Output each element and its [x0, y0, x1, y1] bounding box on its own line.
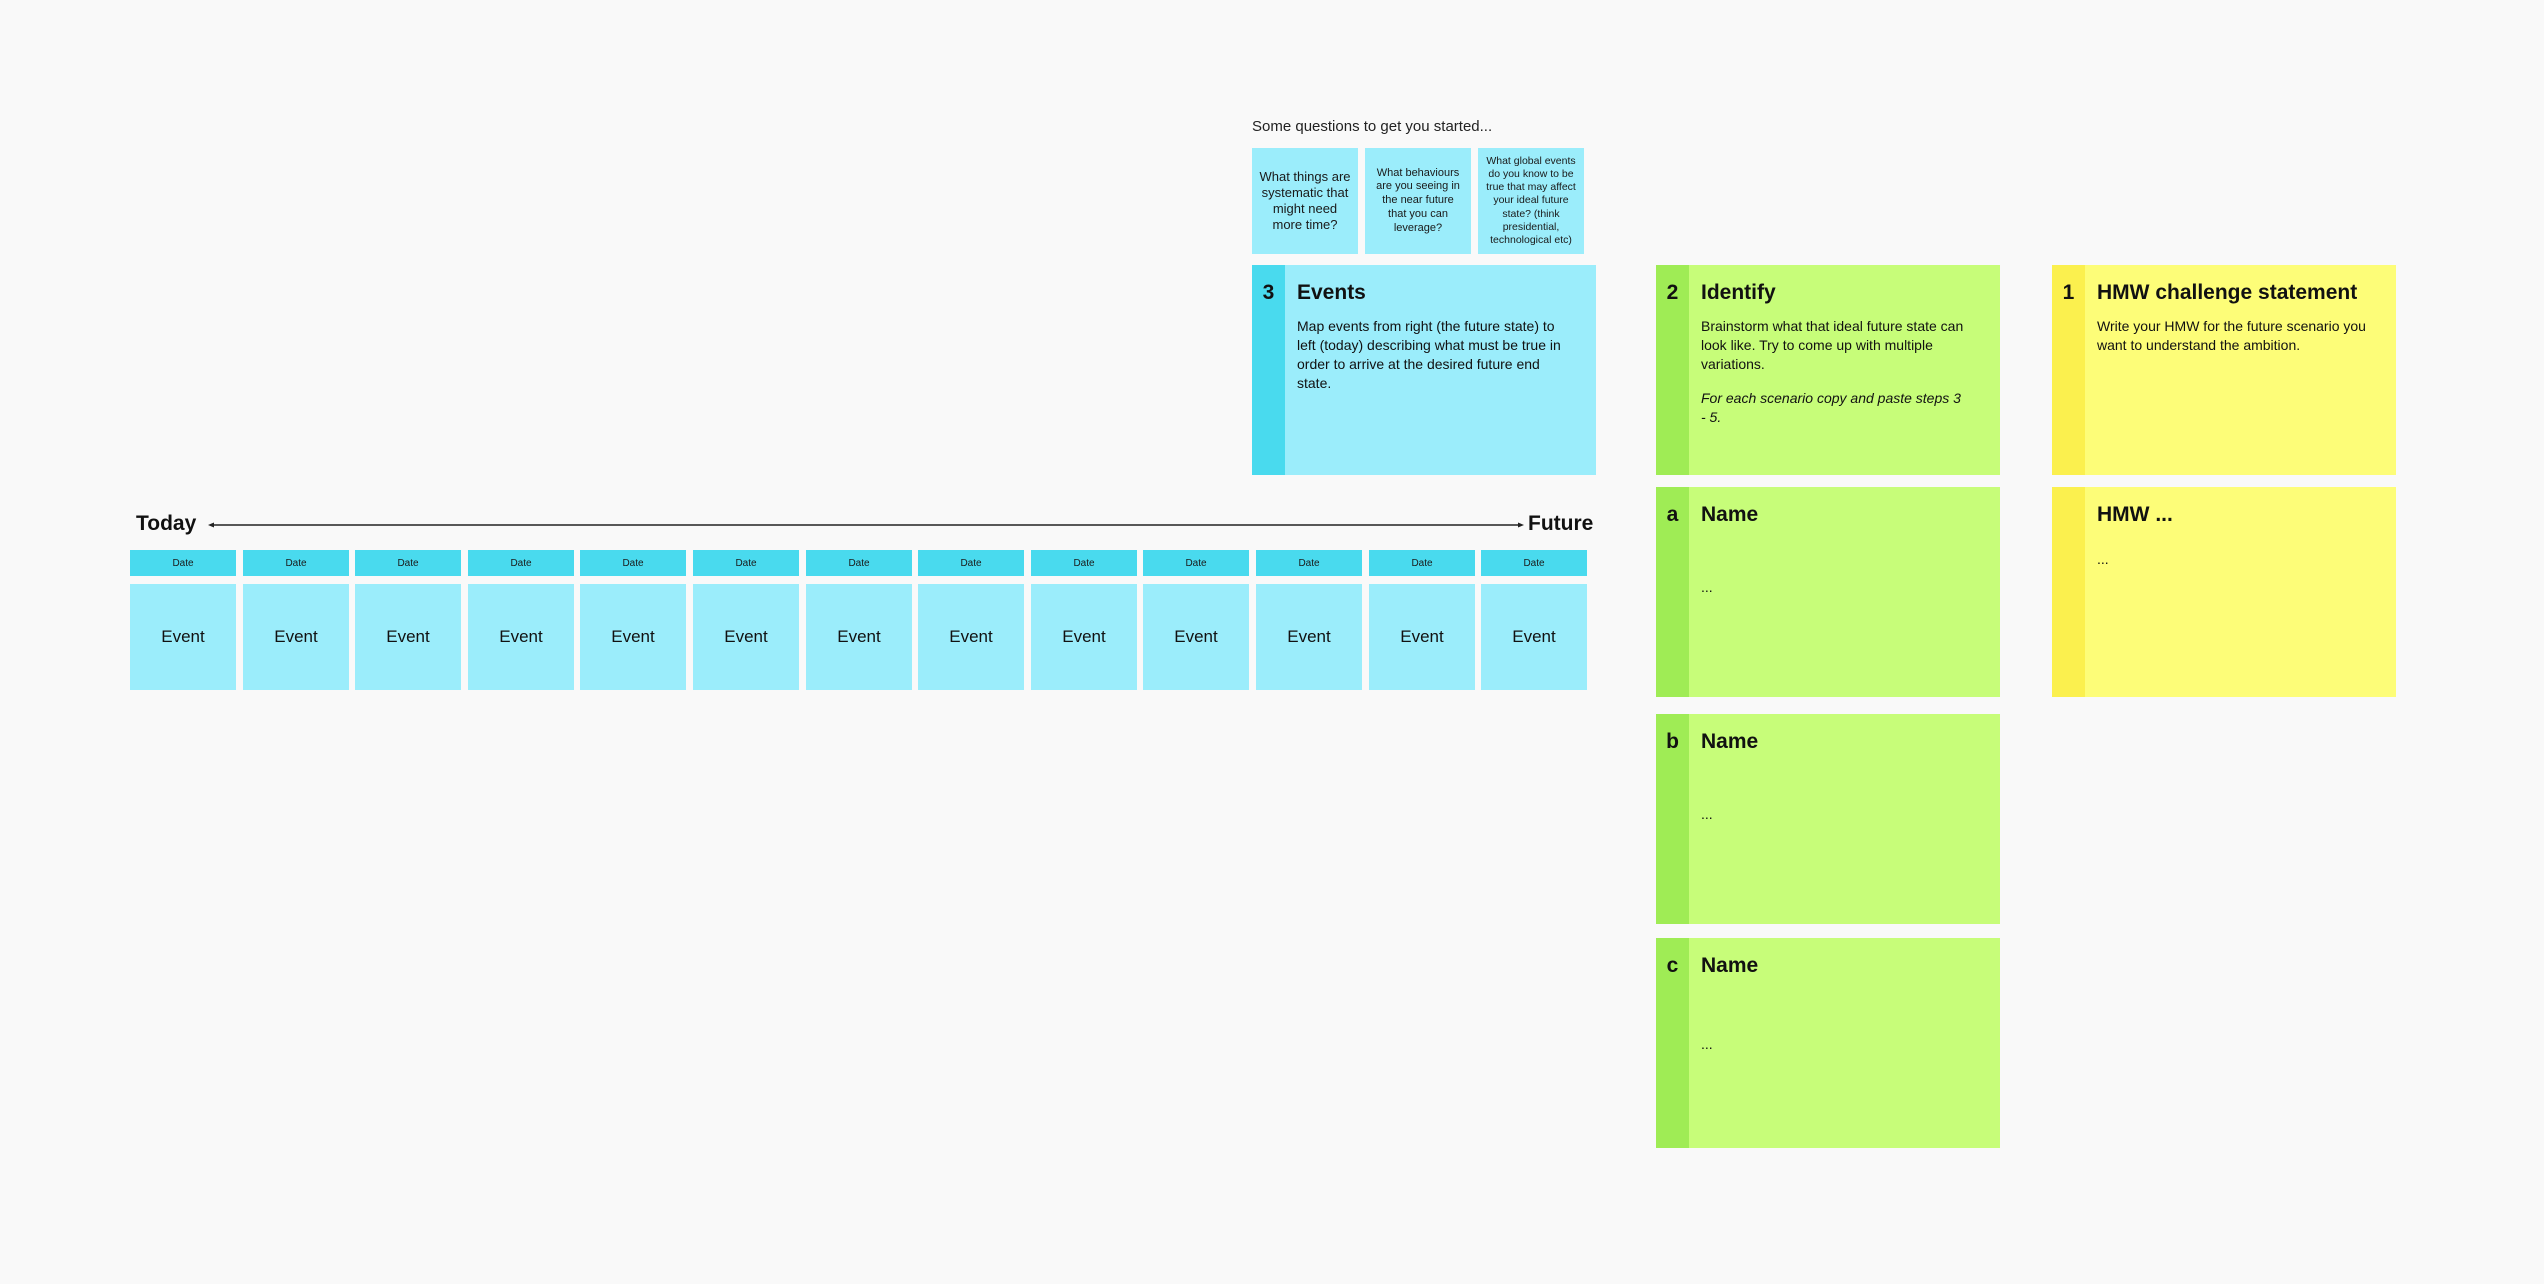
- timeline-event-card[interactable]: Event: [1481, 584, 1587, 690]
- panel-strip: [1656, 938, 1689, 1148]
- events-panel[interactable]: 3 Events Map events from right (the futu…: [1252, 265, 1596, 475]
- timeline-event-card[interactable]: Event: [918, 584, 1024, 690]
- questions-intro: Some questions to get you started...: [1252, 118, 1493, 135]
- question-card[interactable]: What things are systematic that might ne…: [1252, 148, 1358, 254]
- panel-strip: [1656, 714, 1689, 924]
- hmw-card-title: HMW ...: [2097, 503, 2173, 526]
- timeline-date-cell[interactable]: Date: [355, 550, 461, 576]
- timeline-date-cell[interactable]: Date: [1481, 550, 1587, 576]
- scenario-card-a[interactable]: a Name ...: [1656, 487, 2000, 697]
- timeline-date-cell[interactable]: Date: [1369, 550, 1475, 576]
- scenario-name: Name: [1701, 954, 1759, 977]
- question-card[interactable]: What global events do you know to be tru…: [1478, 148, 1584, 254]
- panel-description: Map events from right (the future state)…: [1297, 318, 1561, 391]
- scenario-name: Name: [1701, 730, 1759, 753]
- timeline-start-label: Today: [136, 512, 197, 535]
- scenario-card-b[interactable]: b Name ...: [1656, 714, 2000, 924]
- panel-strip: [1252, 265, 1285, 475]
- timeline-event-card[interactable]: Event: [1031, 584, 1137, 690]
- step-number: 1: [2062, 281, 2075, 304]
- timeline-date-cell[interactable]: Date: [468, 550, 574, 576]
- panel-title: HMW challenge statement: [2097, 281, 2358, 304]
- hmw-card-body: ...: [2097, 551, 2109, 567]
- timeline-date-cell[interactable]: Date: [1143, 550, 1249, 576]
- question-card-text: What things are systematic that might ne…: [1259, 168, 1351, 233]
- panel-strip: [2052, 487, 2085, 697]
- panel-note: For each scenario copy and paste steps 3…: [1701, 390, 1961, 425]
- timeline-date-cell[interactable]: Date: [806, 550, 912, 576]
- step-number: 2: [1666, 281, 1679, 304]
- panel-strip: [1656, 487, 1689, 697]
- timeline-event-card[interactable]: Event: [693, 584, 799, 690]
- scenario-letter: a: [1666, 503, 1679, 526]
- timeline-event-card[interactable]: Event: [468, 584, 574, 690]
- timeline-date-cell[interactable]: Date: [130, 550, 236, 576]
- timeline-arrow: [208, 522, 1524, 528]
- scenario-body: ...: [1701, 806, 1713, 822]
- panel-description: Brainstorm what that ideal future state …: [1701, 318, 1964, 372]
- timeline-end-label: Future: [1528, 512, 1594, 535]
- identify-panel[interactable]: 2 Identify Brainstorm what that ideal fu…: [1656, 265, 2000, 475]
- question-card[interactable]: What behaviours are you seeing in the ne…: [1365, 148, 1471, 254]
- timeline-date-cell[interactable]: Date: [693, 550, 799, 576]
- timeline-event-card[interactable]: Event: [130, 584, 236, 690]
- timeline-event-card[interactable]: Event: [1143, 584, 1249, 690]
- timeline-date-cell[interactable]: Date: [1256, 550, 1362, 576]
- timeline-event-card[interactable]: Event: [1369, 584, 1475, 690]
- scenario-body: ...: [1701, 1036, 1713, 1052]
- timeline-event-card[interactable]: Event: [580, 584, 686, 690]
- timeline-event-card[interactable]: Event: [806, 584, 912, 690]
- timeline-event-card[interactable]: Event: [1256, 584, 1362, 690]
- question-card-text: What global events do you know to be tru…: [1486, 155, 1576, 246]
- hmw-card[interactable]: HMW ... ...: [2052, 487, 2396, 697]
- scenario-letter: b: [1666, 730, 1679, 753]
- scenario-name: Name: [1701, 503, 1759, 526]
- hmw-panel[interactable]: 1 HMW challenge statement Write your HMW…: [2052, 265, 2396, 475]
- panel-strip: [2052, 265, 2085, 475]
- scenario-card-c[interactable]: c Name ...: [1656, 938, 2000, 1148]
- timeline-event-card[interactable]: Event: [355, 584, 461, 690]
- panel-description: Write your HMW for the future scenario y…: [2097, 318, 2366, 353]
- scenario-letter: c: [1666, 954, 1679, 977]
- timeline-date-cell[interactable]: Date: [580, 550, 686, 576]
- panel-strip: [1656, 265, 1689, 475]
- question-card-text: What behaviours are you seeing in the ne…: [1376, 166, 1460, 234]
- step-number: 3: [1262, 281, 1275, 304]
- timeline-event-card[interactable]: Event: [243, 584, 349, 690]
- timeline-date-cell[interactable]: Date: [243, 550, 349, 576]
- timeline-date-cell[interactable]: Date: [1031, 550, 1137, 576]
- scenario-body: ...: [1701, 579, 1713, 595]
- panel-title: Identify: [1701, 281, 1776, 304]
- timeline-date-cell[interactable]: Date: [918, 550, 1024, 576]
- panel-title: Events: [1297, 281, 1366, 304]
